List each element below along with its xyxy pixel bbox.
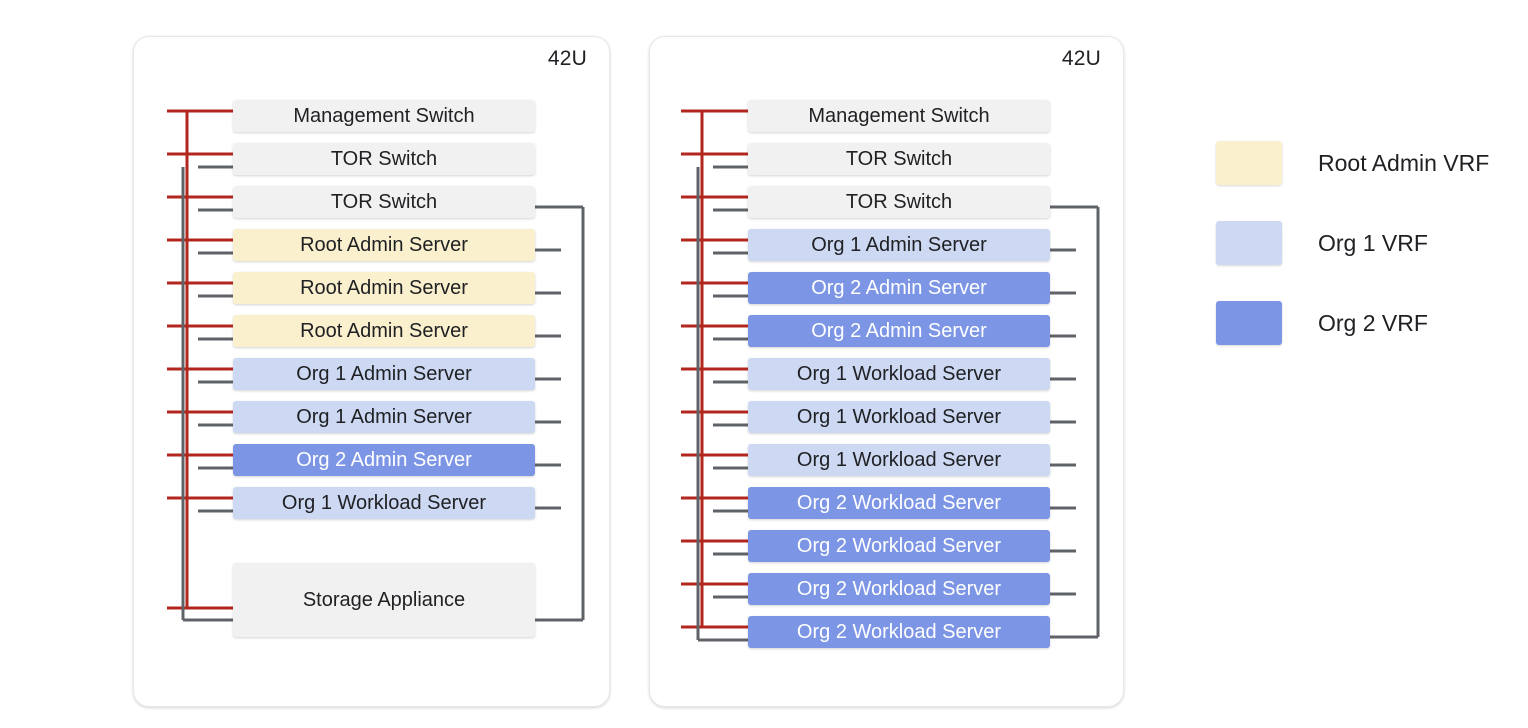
legend-item: Root Admin VRF <box>1216 141 1489 185</box>
rack-unit[interactable]: Org 1 Admin Server <box>233 401 535 433</box>
rack-unit[interactable]: Org 1 Workload Server <box>748 401 1050 433</box>
rack-capacity-label: 42U <box>547 47 587 70</box>
rack-unit[interactable]: Root Admin Server <box>233 229 535 261</box>
legend-swatch-root-admin-vrf <box>1216 141 1282 185</box>
rack-unit[interactable]: Org 1 Workload Server <box>748 358 1050 390</box>
rack-unit[interactable]: TOR Switch <box>748 143 1050 175</box>
legend-label-root-admin-vrf: Root Admin VRF <box>1318 149 1490 176</box>
rack-unit[interactable]: TOR Switch <box>233 143 535 175</box>
rack-unit[interactable]: Org 2 Admin Server <box>233 444 535 476</box>
rack-unit[interactable]: TOR Switch <box>233 186 535 218</box>
legend-swatch-org1-vrf <box>1216 221 1282 265</box>
rack-unit[interactable]: Org 1 Workload Server <box>748 444 1050 476</box>
legend-item: Org 1 VRF <box>1216 221 1489 265</box>
rack-unit[interactable]: Org 2 Workload Server <box>748 487 1050 519</box>
legend-item: Org 2 VRF <box>1216 301 1489 345</box>
rack-unit[interactable]: Org 2 Workload Server <box>748 616 1050 648</box>
rack-unit[interactable]: Org 1 Admin Server <box>748 229 1050 261</box>
rack-unit[interactable]: Management Switch <box>748 100 1050 132</box>
rack-unit[interactable]: Org 2 Workload Server <box>748 530 1050 562</box>
rack-unit[interactable]: Org 2 Workload Server <box>748 573 1050 605</box>
rack-unit[interactable]: Storage Appliance <box>233 563 535 637</box>
rack-capacity-label: 42U <box>1061 47 1101 70</box>
rack-unit[interactable]: Org 1 Admin Server <box>233 358 535 390</box>
legend-swatch-org2-vrf <box>1216 301 1282 345</box>
rack-unit[interactable]: Root Admin Server <box>233 315 535 347</box>
legend: Root Admin VRF Org 1 VRF Org 2 VRF <box>1216 141 1489 381</box>
rack-unit[interactable]: Org 2 Admin Server <box>748 272 1050 304</box>
legend-label-org1-vrf: Org 1 VRF <box>1318 229 1428 256</box>
legend-label-org2-vrf: Org 2 VRF <box>1318 309 1428 336</box>
rack-unit[interactable]: TOR Switch <box>748 186 1050 218</box>
rack-unit[interactable]: Management Switch <box>233 100 535 132</box>
rack-unit[interactable]: Root Admin Server <box>233 272 535 304</box>
rack-unit[interactable]: Org 2 Admin Server <box>748 315 1050 347</box>
rack-unit[interactable]: Org 1 Workload Server <box>233 487 535 519</box>
